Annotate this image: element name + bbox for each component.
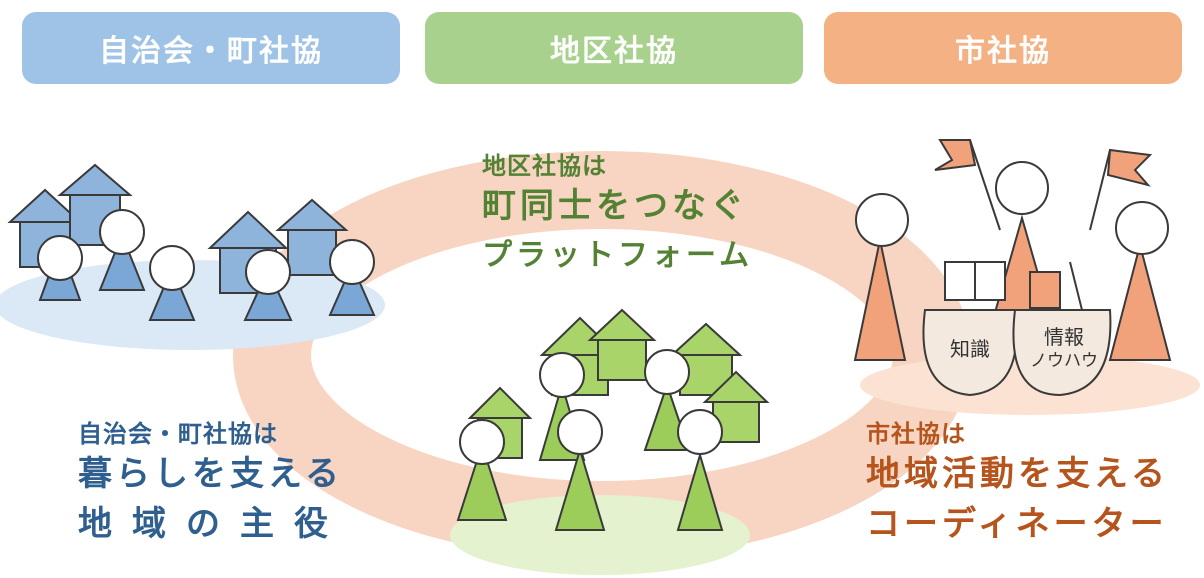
person-icon: [853, 161, 1172, 361]
bag-label-info: 情報 ノウハウ: [1030, 325, 1098, 371]
person-icon: [456, 349, 724, 531]
header-chiku-shakyo: 地区社協: [425, 12, 803, 84]
caption-jichikai-lead: 自治会・町社協は: [78, 420, 278, 448]
caption-jichikai: 自治会・町社協は 暮らしを支える 地域の主役: [78, 414, 348, 549]
wrench-icon: [1029, 261, 1083, 311]
caption-shi-line1: 地域活動を支える: [866, 454, 1169, 494]
book-icon: [944, 261, 1006, 301]
person-icon: [37, 209, 376, 321]
caption-chiku: 地区社協は 町同士をつなぐ プラットフォーム: [482, 146, 753, 281]
header-jichikai: 自治会・町社協: [22, 12, 400, 84]
header-shi-label: 市社協: [955, 34, 1051, 69]
caption-chiku-line2: プラットフォーム: [482, 238, 754, 273]
header-shi-shakyo: 市社協: [824, 12, 1182, 84]
caption-chiku-line1: 町同士をつなぐ: [482, 186, 748, 226]
caption-shi-line2: コーディネーター: [866, 504, 1168, 544]
flag-icon: [934, 139, 1153, 231]
bag-label-knowledge: 知識: [950, 337, 990, 361]
header-jichikai-label: 自治会・町社協: [99, 34, 323, 69]
caption-jichikai-line1: 暮らしを支える: [78, 454, 343, 494]
shi-shakyo-illustration: [853, 139, 1200, 415]
caption-chiku-lead: 地区社協は: [482, 152, 607, 180]
header-chiku-label: 地区社協: [550, 34, 678, 69]
bag-icon: [922, 309, 1112, 397]
caption-shi: 市社協は 地域活動を支える コーディネーター: [866, 414, 1169, 549]
chiku-illustration: [450, 308, 770, 575]
caption-shi-lead: 市社協は: [866, 420, 966, 448]
jichikai-illustration: [0, 163, 385, 350]
caption-jichikai-line2: 地域の主役: [78, 504, 348, 544]
